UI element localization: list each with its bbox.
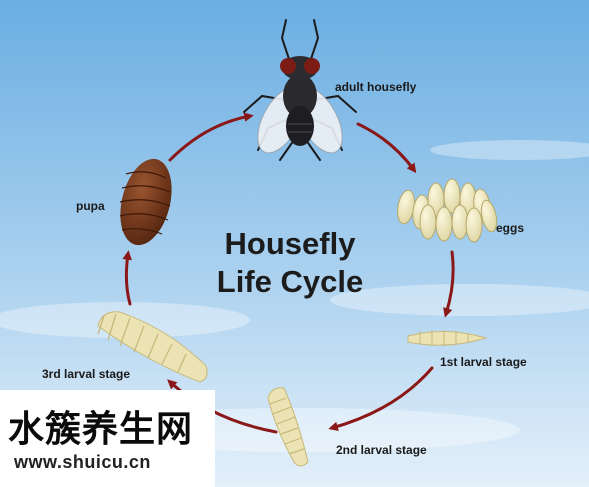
label-2nd-larval-stage: 2nd larval stage xyxy=(336,443,427,457)
label-1st-larval-stage: 1st larval stage xyxy=(440,355,527,369)
label-3rd-larval-stage: 3rd larval stage xyxy=(42,367,130,381)
pupa-illustration xyxy=(119,158,172,246)
watermark-url-text: www.shuicu.cn xyxy=(14,452,151,472)
diagram-title-line-2: Life Cycle xyxy=(217,264,363,299)
larva-3-illustration xyxy=(97,311,208,383)
arrow-larva3-to-pupa xyxy=(122,250,132,306)
arrow-eggs-to-larva1 xyxy=(443,250,455,318)
arrow-pupa-to-adult xyxy=(168,112,254,162)
larva-1-illustration xyxy=(407,330,488,346)
larva-2-illustration xyxy=(267,387,309,467)
label-eggs: eggs xyxy=(496,221,524,235)
watermark-box: 水簇养生网 www.shuicu.cn xyxy=(0,390,215,487)
label-pupa: pupa xyxy=(76,199,105,213)
watermark-chinese-text: 水簇养生网 xyxy=(8,409,194,450)
arrow-larva2-to-larva3 xyxy=(167,379,278,434)
eggs-illustration xyxy=(397,178,498,243)
arrow-larva1-to-larva2 xyxy=(328,366,434,432)
diagram-title-line-1: Housefly xyxy=(225,226,357,261)
arrow-adult-to-eggs xyxy=(356,122,417,174)
label-adult-housefly: adult housefly xyxy=(335,80,417,94)
housefly-illustration xyxy=(243,19,357,161)
cycle-arrows xyxy=(122,112,455,434)
